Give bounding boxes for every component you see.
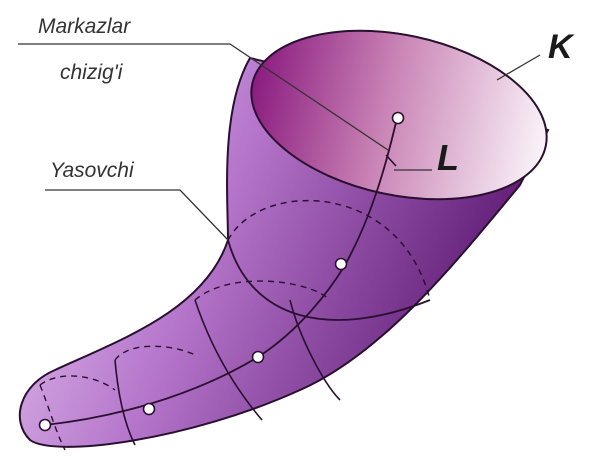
center-line [44, 117, 398, 426]
label-k: K [548, 28, 573, 66]
cross-section-hidden-3 [114, 345, 196, 361]
center-line-tick [385, 154, 397, 167]
cross-section-front-2 [194, 299, 263, 421]
cross-section-hidden-5 [39, 384, 66, 451]
leader-k [496, 54, 541, 81]
center-point [334, 257, 348, 271]
cross-section-front-4 [289, 299, 341, 401]
cross-section-front-3 [114, 359, 136, 446]
center-point [391, 111, 405, 125]
label-l: L [437, 137, 459, 178]
leader-yasovchi [45, 189, 229, 241]
center-point [251, 350, 265, 364]
label-yasovchi: Yasovchi [50, 159, 134, 182]
cross-section-hidden-1 [227, 199, 431, 301]
cross-section-front-1 [227, 239, 431, 321]
leader-markazlar [18, 43, 389, 151]
label-markazlar-line2: chizig'i [60, 61, 123, 84]
cross-section-hidden-2 [194, 280, 331, 301]
center-point [38, 418, 52, 432]
center-point [142, 402, 156, 416]
label-markazlar-line1: Markazlar [38, 15, 131, 38]
